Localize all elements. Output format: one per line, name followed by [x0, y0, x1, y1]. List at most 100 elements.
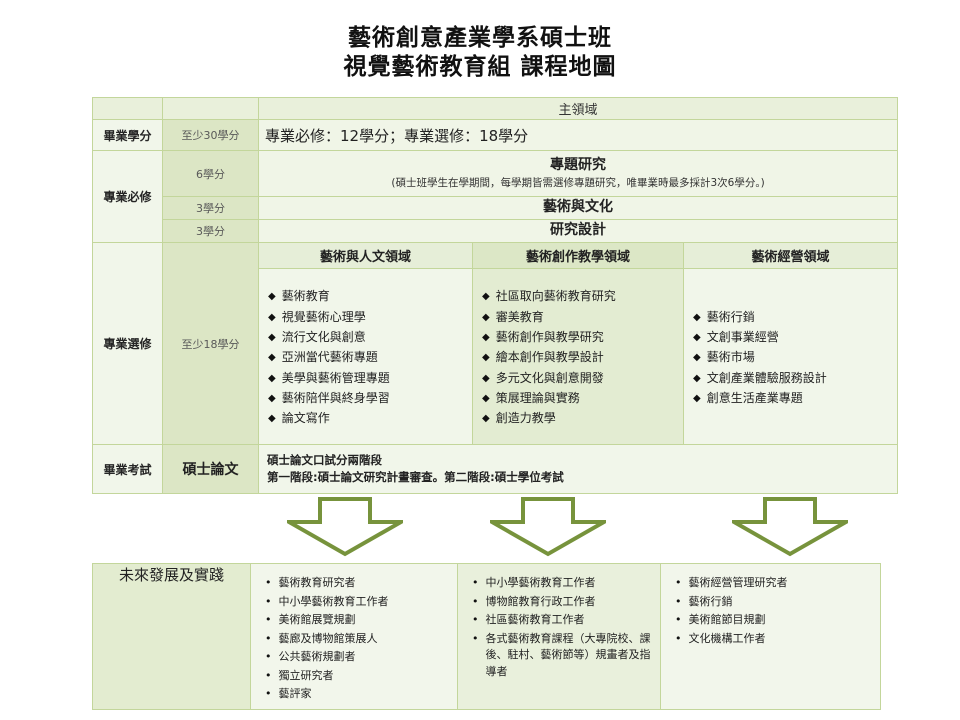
career-list-item: • 中小學藝術教育工作者: [265, 594, 451, 611]
required-course-3: 研究設計: [257, 219, 899, 243]
course-list-item: ◆ 流行文化與創意: [268, 329, 468, 346]
course-list-item: ◆ 美學與藝術管理專題: [268, 370, 468, 387]
diamond-bullet-icon: ◆: [268, 352, 276, 364]
career-name: 中小學藝術教育工作者: [485, 576, 596, 589]
course-name: 策展理論與實務: [495, 391, 580, 406]
course-name: 美學與藝術管理專題: [281, 370, 390, 385]
title-line1: 藝術創意產業學系碩士班: [348, 25, 612, 51]
career-name: 博物館教育行政工作者: [485, 594, 596, 608]
exam-thesis-cell: 碩士論文: [162, 444, 259, 494]
down-arrow-icon: [732, 497, 848, 557]
electives-list-creation-teaching: ◆ 社區取向藝術教育研究 ◆ 審美教育 ◆ 藝術創作與教學研究 ◆ 繪本創作與教…: [472, 268, 684, 445]
career-name: 美術館節目規劃: [688, 613, 766, 626]
future-list-humanities: • 藝術教育研究者 • 中小學藝術教育工作者 • 美術館展覽規劃 • 藝廊及博物…: [250, 563, 458, 710]
career-name: 公共藝術規劃者: [278, 650, 356, 663]
diamond-bullet-icon: ◆: [693, 331, 701, 343]
career-list-item: • 藝術經營管理研究者: [675, 575, 874, 592]
course-name: 視覺藝術心理學: [281, 309, 366, 324]
future-development-label: 未來發展及實踐: [92, 563, 251, 710]
diamond-bullet-icon: ◆: [693, 311, 701, 323]
diamond-bullet-icon: ◆: [693, 393, 701, 405]
course-note: (碩士班學生在學期間，每學期皆需選修專題研究，唯畢業時最多採計3次6學分。): [391, 176, 765, 189]
diamond-bullet-icon: ◆: [268, 311, 276, 323]
career-list-item: • 美術館節目規劃: [675, 612, 874, 629]
career-list: • 中小學藝術教育工作者 • 博物館教育行政工作者 • 社區藝術教育工作者 • …: [459, 564, 660, 686]
course-list-item: ◆ 論文寫作: [268, 410, 468, 427]
career-name: 藝評家: [278, 687, 312, 700]
graduation-credits-value: 至少30學分: [162, 119, 259, 151]
course-name: 藝術行銷: [706, 309, 755, 324]
required-course-1: 專題研究 (碩士班學生在學期間，每學期皆需選修專題研究，唯畢業時最多採計3次6學…: [257, 150, 899, 197]
course-name: 文創事業經營: [706, 329, 779, 344]
career-name: 文化機構工作者: [688, 631, 766, 645]
diamond-bullet-icon: ◆: [482, 413, 490, 425]
career-list-item: • 公共藝術規劃者: [265, 649, 451, 666]
course-title: 研究設計: [550, 222, 607, 239]
empty-cell: [92, 97, 163, 120]
required-courses-label: 專業必修: [92, 150, 163, 243]
diamond-bullet-icon: ◆: [482, 372, 490, 384]
dot-bullet-icon: •: [472, 594, 479, 608]
graduation-credits-content: 專業必修：12學分；專業選修：18學分: [257, 119, 899, 151]
main-domain-header: 主領域: [257, 97, 899, 120]
dot-bullet-icon: •: [472, 576, 479, 589]
diamond-bullet-icon: ◆: [268, 372, 276, 384]
course-title: 專題研究: [550, 157, 607, 174]
diamond-bullet-icon: ◆: [693, 352, 701, 364]
diamond-bullet-icon: ◆: [482, 311, 490, 323]
diamond-bullet-icon: ◆: [482, 331, 490, 343]
course-list-item: ◆ 社區取向藝術教育研究: [482, 288, 679, 305]
dot-bullet-icon: •: [265, 576, 272, 589]
career-list-item: • 獨立研究者: [265, 668, 451, 685]
graduation-credits-label: 畢業學分: [92, 119, 163, 151]
career-list-item: • 美術館展覽規劃: [265, 612, 451, 629]
course-list-item: ◆ 繪本創作與教學設計: [482, 349, 679, 366]
career-list: • 藝術經營管理研究者 • 藝術行銷 • 美術館節目規劃 • 文化機構工作者: [662, 564, 880, 653]
career-list-item: • 中小學藝術教育工作者: [472, 575, 654, 592]
diamond-bullet-icon: ◆: [482, 291, 490, 303]
dot-bullet-icon: •: [265, 687, 272, 700]
career-name: 各式藝術教育課程（大專院校、課後、駐村、藝術節等）規畫者及指導者: [485, 631, 651, 678]
course-name: 多元文化與創意開發: [495, 370, 604, 385]
page-title: 藝術創意產業學系碩士班 視覺藝術教育組 課程地圖: [0, 24, 960, 82]
dot-bullet-icon: •: [675, 594, 682, 608]
dot-bullet-icon: •: [265, 594, 272, 608]
electives-label: 專業選修: [92, 242, 163, 445]
dot-bullet-icon: •: [265, 668, 272, 682]
career-name: 獨立研究者: [278, 668, 334, 682]
dot-bullet-icon: •: [265, 613, 272, 626]
electives-column-header-humanities: 藝術與人文領域: [258, 242, 473, 269]
diamond-bullet-icon: ◆: [482, 393, 490, 405]
course-list-item: ◆ 藝術陪伴與終身學習: [268, 390, 468, 407]
electives-column-header-creation-teaching: 藝術創作教學領域: [472, 242, 684, 269]
career-name: 藝廊及博物館策展人: [278, 631, 378, 645]
course-name: 藝術教育: [281, 289, 330, 304]
required-course-2: 藝術與文化: [257, 196, 899, 220]
diamond-bullet-icon: ◆: [268, 393, 276, 405]
course-list-item: ◆ 藝術市場: [693, 349, 893, 366]
course-list-item: ◆ 文創產業體驗服務設計: [693, 370, 893, 387]
electives-list-management: ◆ 藝術行銷 ◆ 文創事業經營 ◆ 藝術市場 ◆ 文創產業體驗服務設計 ◆ 創意…: [682, 268, 899, 445]
future-development-table: 未來發展及實踐 • 藝術教育研究者 • 中小學藝術教育工作者 • 美術館展覽規劃…: [92, 563, 881, 710]
course-name: 創意生活產業專題: [706, 391, 803, 406]
course-list-item: ◆ 創造力教學: [482, 410, 679, 427]
course-title: 藝術與文化: [543, 199, 614, 216]
course-name: 流行文化與創意: [281, 329, 366, 344]
dot-bullet-icon: •: [472, 613, 479, 626]
electives-column-header-management: 藝術經營領域: [682, 242, 899, 269]
diamond-bullet-icon: ◆: [693, 372, 701, 384]
career-list-item: • 藝術教育研究者: [265, 575, 451, 592]
graduation-credits-text: 專業必修：12學分；專業選修：18學分: [265, 126, 529, 145]
dot-bullet-icon: •: [265, 631, 272, 645]
course-list: ◆ 藝術教育 ◆ 視覺藝術心理學 ◆ 流行文化與創意 ◆ 亞洲當代藝術專題 ◆ …: [260, 278, 472, 435]
exam-line1: 碩士論文口試分兩階段: [267, 452, 382, 467]
empty-cell: [162, 97, 259, 120]
down-arrow-icon: [490, 497, 606, 557]
electives-list-humanities: ◆ 藝術教育 ◆ 視覺藝術心理學 ◆ 流行文化與創意 ◆ 亞洲當代藝術專題 ◆ …: [258, 268, 473, 445]
required-credit-1: 6學分: [162, 150, 259, 197]
diamond-bullet-icon: ◆: [268, 331, 276, 343]
dot-bullet-icon: •: [472, 631, 479, 645]
course-list-item: ◆ 創意生活產業專題: [693, 390, 893, 407]
exam-description: 碩士論文口試分兩階段 第一階段:碩士論文研究計畫審查。第二階段:碩士學位考試: [257, 444, 899, 494]
